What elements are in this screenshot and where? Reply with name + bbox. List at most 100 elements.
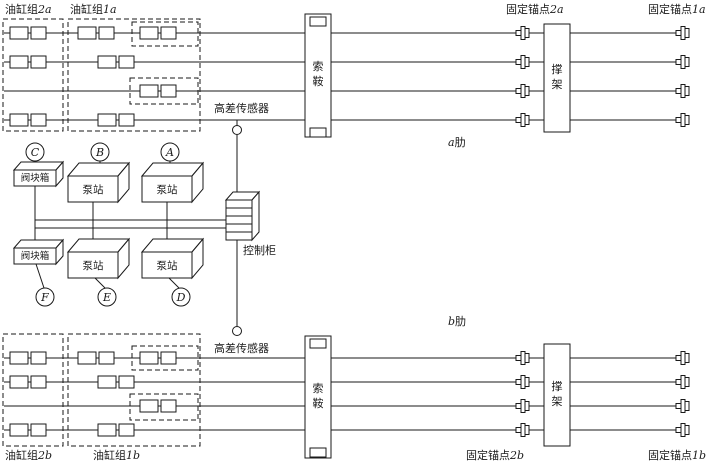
node-e: E: [97, 287, 117, 307]
valve-block-box-bottom: 阀块箱: [12, 238, 65, 266]
support-frame-b: 撑 架: [543, 343, 571, 447]
cylinder-subgroup-frame: [129, 393, 199, 421]
cylinder-group-2a-label: 油缸组2a: [5, 2, 52, 16]
node-f-label: F: [40, 291, 49, 304]
anchor-symbol: [515, 375, 530, 389]
anchor-symbol: [675, 423, 690, 437]
height-sensor-b-node: [232, 326, 242, 336]
cylinder-pair: [77, 351, 115, 365]
pump-station-d: 泵站: [140, 237, 205, 280]
cylinder-group-1b-frame: [67, 333, 201, 447]
support-frame-b-char2: 架: [552, 395, 563, 408]
cylinder-pair: [9, 375, 47, 389]
fixed-anchor-2b-label: 固定锚点2b: [466, 448, 524, 462]
pump-station-e-label: 泵站: [83, 259, 104, 272]
fixed-anchors-2b: [515, 351, 530, 437]
node-f: F: [35, 287, 55, 307]
pump-station-e: 泵站: [66, 237, 131, 280]
anchor-symbol: [675, 351, 690, 365]
node-b: B: [90, 142, 110, 162]
anchor-symbol: [515, 351, 530, 365]
cylinder-group-2b-frame: [2, 333, 64, 447]
hydraulic-plant: 阀块箱 泵站 泵站 控制柜: [12, 142, 276, 307]
fixed-anchor-1b-label: 固定锚点1b: [648, 448, 706, 462]
cylinder-pair: [9, 351, 47, 365]
anchor-symbol: [675, 399, 690, 413]
rib-a-label: a肋: [448, 135, 466, 149]
rib-b-label: b肋: [448, 314, 466, 328]
cylinder-pair: [77, 26, 115, 40]
anchor-symbol: [675, 55, 690, 69]
fixed-anchors-1b: [675, 351, 690, 437]
cylinder-group-2a: 油缸组2a: [2, 2, 64, 132]
height-sensor-a-label: 高差传感器: [214, 101, 269, 115]
cylinder-pair: [139, 26, 177, 40]
cable-saddle-a-char1: 索: [313, 59, 324, 73]
cylinder-subgroup-frame: [129, 77, 199, 105]
valve-block-box-top: 阀块箱: [12, 160, 65, 188]
anchor-symbol: [675, 113, 690, 127]
node-a-label: A: [165, 146, 174, 159]
cylinder-group-1b: 油缸组1b: [67, 333, 201, 462]
height-sensor-a: 高差传感器: [214, 101, 269, 196]
cylinder-subgroup-frame: [131, 345, 199, 371]
cylinder-group-1b-label: 油缸组1b: [93, 448, 140, 462]
fixed-anchor-1a-label: 固定锚点1a: [648, 2, 706, 16]
cylinder-group-2b: 油缸组2b: [2, 333, 64, 462]
height-sensor-b-label: 高差传感器: [214, 341, 269, 355]
pump-station-a-label: 泵站: [157, 183, 178, 196]
anchor-symbol: [515, 113, 530, 127]
cylinder-pair: [139, 84, 177, 98]
pump-station-b-label: 泵站: [83, 183, 104, 196]
node-a: A: [160, 142, 180, 162]
control-cabinet-shelves: [226, 207, 252, 233]
support-frame-a-char2: 架: [552, 78, 563, 91]
support-frame-a: 撑 架: [543, 23, 571, 133]
anchor-symbol: [515, 84, 530, 98]
cylinder-group-2b-label: 油缸组2b: [5, 448, 52, 462]
cable-saddle-b-char2: 鞍: [313, 396, 324, 410]
fixed-anchors-2a: [515, 26, 530, 127]
node-e-label: E: [102, 291, 111, 304]
plant-wiring: [34, 161, 226, 289]
cylinder-subgroup-frame: [131, 21, 199, 47]
cylinder-group-1a-label: 油缸组1a: [70, 2, 117, 16]
cylinder-pair: [139, 351, 177, 365]
control-cabinet: 控制柜: [224, 190, 276, 257]
node-c: C: [25, 142, 45, 162]
node-c-label: C: [31, 146, 40, 159]
fixed-anchor-2a-label: 固定锚点2a: [506, 2, 564, 16]
node-d: D: [171, 287, 191, 307]
cylinder-pair: [9, 55, 47, 69]
cable-saddle-b: 索 鞍: [304, 335, 332, 459]
height-sensor-a-node: [232, 125, 242, 135]
anchor-symbol: [675, 375, 690, 389]
anchor-symbol: [515, 26, 530, 40]
cylinder-pair: [9, 26, 47, 40]
anchor-symbol: [675, 26, 690, 40]
pump-station-b: 泵站: [66, 161, 131, 204]
rib-a-lines: [4, 32, 686, 121]
height-sensor-b: 高差传感器: [214, 240, 269, 355]
valve-block-box-top-label: 阀块箱: [21, 172, 50, 184]
anchor-symbol: [515, 423, 530, 437]
cable-saddle-a: 索 鞍: [304, 13, 332, 138]
cylinder-pair: [139, 399, 177, 413]
node-d-label: D: [176, 291, 186, 304]
pump-station-a: 泵站: [140, 161, 205, 204]
cylinder-pair: [97, 423, 135, 437]
node-b-label: B: [95, 146, 104, 159]
cylinder-group-2a-frame: [2, 18, 64, 132]
support-frame-a-char1: 撑: [552, 62, 563, 76]
pump-station-d-label: 泵站: [157, 259, 178, 272]
control-cabinet-label: 控制柜: [243, 243, 276, 257]
valve-block-box-bottom-label: 阀块箱: [21, 250, 50, 262]
cylinder-pair: [97, 113, 135, 127]
anchor-symbol: [515, 55, 530, 69]
cable-saddle-b-char1: 索: [313, 381, 324, 395]
cylinder-pair: [9, 113, 47, 127]
fixed-anchors-1a: [675, 26, 690, 127]
rib-b-lines: [4, 357, 686, 431]
